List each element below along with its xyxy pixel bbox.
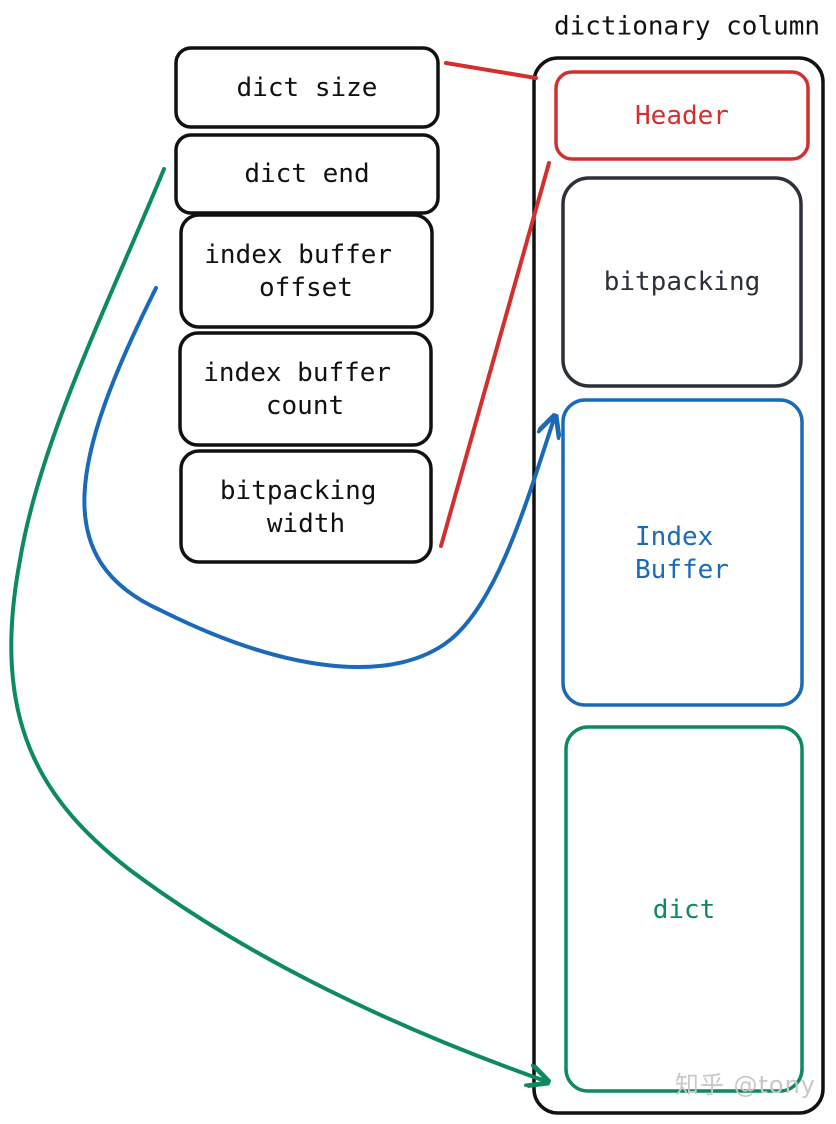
- svg-text:index buffer count: index buffer count: [203, 358, 407, 421]
- svg-text:dict size: dict size: [237, 73, 378, 103]
- field-dict-size: dict size: [174, 46, 440, 129]
- section-label: dict: [653, 895, 716, 925]
- field-label: index buffer: [203, 358, 391, 388]
- svg-text:Header: Header: [635, 101, 729, 131]
- section-dict: dict: [564, 725, 804, 1093]
- svg-text:dict end: dict end: [244, 159, 369, 189]
- section-label: Index: [635, 522, 713, 552]
- svg-text:Index Buffer: Index Buffer: [635, 522, 729, 585]
- field-dict-end: dict end: [174, 133, 440, 215]
- svg-text:bitpacking width: bitpacking width: [220, 476, 392, 539]
- field-label: offset: [259, 273, 353, 303]
- svg-text:bitpacking: bitpacking: [604, 267, 761, 297]
- field-index-buffer-offset: index buffer offset: [179, 213, 434, 329]
- dict-end-arrow: [9, 167, 548, 1082]
- header-bracket-line-top: [444, 61, 538, 80]
- section-label: Buffer: [635, 555, 729, 585]
- field-label: index buffer: [204, 240, 392, 270]
- field-label: count: [266, 391, 344, 421]
- section-header: Header: [554, 70, 810, 161]
- svg-text:dict: dict: [653, 895, 716, 925]
- section-index-buffer: Index Buffer: [561, 398, 804, 707]
- header-fields: dict size dict end index buffer offset i…: [174, 46, 440, 564]
- field-label: bitpacking: [220, 476, 377, 506]
- column-title: dictionary column: [554, 12, 820, 42]
- section-bitpacking: bitpacking: [561, 176, 803, 388]
- field-label: dict size: [237, 73, 378, 103]
- column-outline: [532, 56, 825, 1115]
- field-label: width: [267, 509, 345, 539]
- header-bracket-line-bottom: [439, 161, 551, 548]
- section-label: bitpacking: [604, 267, 761, 297]
- watermark: 知乎 @tony: [674, 1071, 816, 1099]
- field-index-buffer-count: index buffer count: [178, 331, 433, 447]
- section-label: Header: [635, 101, 729, 131]
- index-buffer-offset-arrow: [82, 286, 555, 669]
- svg-text:index buffer offset: index buffer offset: [204, 240, 408, 303]
- field-bitpacking-width: bitpacking width: [179, 449, 433, 564]
- field-label: dict end: [244, 159, 369, 189]
